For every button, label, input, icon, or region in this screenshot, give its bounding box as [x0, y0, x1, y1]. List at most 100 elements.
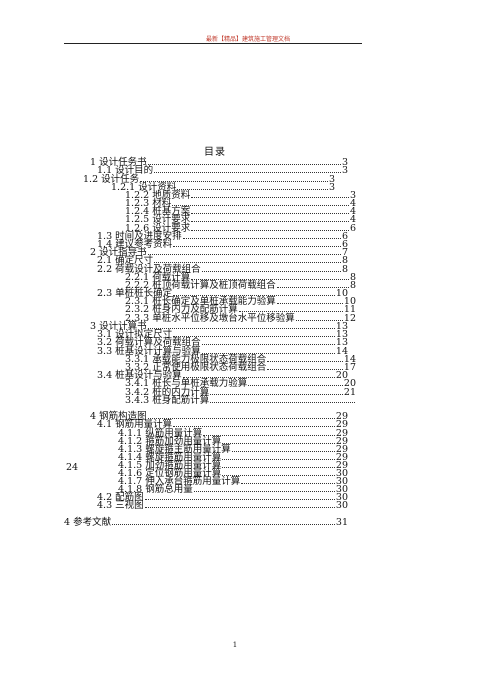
toc-entry-page: 12	[343, 313, 356, 324]
toc-entry-page: 30	[335, 500, 348, 511]
toc-leader-dots	[147, 411, 335, 419]
toc-leader-dots	[201, 264, 341, 272]
toc-leader-dots	[191, 272, 349, 280]
toc-entry-page: 7	[341, 247, 348, 258]
toc-entry[interactable]: 4.3 三视图 30	[97, 500, 348, 511]
toc-entry-page: 6	[341, 231, 348, 242]
toc-entry-label: 4.1.1 纵筋用量计算	[118, 428, 203, 439]
toc-entry-label: 4 参考文献	[64, 517, 112, 528]
header-text: 最新【精品】建筑施工管理文档	[205, 36, 290, 43]
toc-entry-label: 1.2 设计任务	[83, 174, 140, 185]
toc-leader-dots	[173, 239, 341, 247]
toc-leader-dots	[191, 206, 349, 214]
toc-entry-page: 20	[343, 378, 356, 389]
toc-entry-page: 3	[341, 157, 348, 168]
toc-leader-dots	[210, 387, 343, 395]
toc-entry-label: 3.4.2 桩的内力计算	[125, 387, 210, 398]
toc-entry-page: 4	[349, 198, 356, 209]
toc-entry-page: 10	[335, 288, 348, 299]
toc-entry-label: 3.4 桩基设计与验算	[97, 370, 182, 381]
stray-page-number: 24	[66, 462, 79, 473]
toc-entry-page: 8	[341, 255, 348, 266]
toc-entry-label: 4.1.4 螺旋箍筋用量计算	[118, 452, 222, 463]
toc-entry-page: 29	[335, 452, 348, 463]
toc-entry-page: 14	[343, 354, 356, 365]
toc-entry-label: 3.2 荷载计算及荷载组合	[97, 337, 201, 348]
toc-entry[interactable]: 2.3 单桩桩长确定 10	[97, 288, 348, 299]
toc-entry[interactable]: 4.1.4 螺旋箍筋用量计算 29	[118, 452, 348, 463]
toc-leader-dots	[267, 354, 343, 362]
toc-entry[interactable]: 3.3.1 承载能力极限状态荷载组合 14	[125, 354, 356, 365]
toc-entry[interactable]: 1.3 时间及进度安排 6	[97, 231, 348, 242]
toc-leader-dots	[222, 436, 335, 444]
toc-entry-label: 4.2 配筋图	[97, 492, 144, 503]
toc-entry-label: 2.3 单桩桩长确定	[97, 288, 173, 299]
toc-entry-page: 3	[328, 182, 335, 193]
toc-entry-label: 4.1.6 定位钢筋用量计算	[118, 468, 222, 479]
toc-entry-page: 4	[349, 214, 356, 225]
toc-entry-page: 29	[335, 411, 348, 422]
toc-entry-page: 8	[341, 264, 348, 275]
toc-leader-dots	[182, 231, 341, 239]
toc-entry-label: 3.3.1 承载能力极限状态荷载组合	[125, 354, 267, 365]
toc-leader-dots	[276, 296, 343, 304]
toc-entry-page: 29	[335, 444, 348, 455]
toc-entry-page: 3	[349, 190, 356, 201]
header-rule	[64, 43, 362, 44]
toc-leader-dots	[248, 378, 343, 386]
toc-entry[interactable]: 3.4 桩基设计与验算 20	[97, 370, 348, 381]
toc-leader-dots	[191, 214, 349, 222]
toc-entry[interactable]: 3.1 设计拟定尺寸 13	[97, 329, 348, 340]
toc-entry-page: 29	[335, 428, 348, 439]
toc-entry-label: 3.1 设计拟定尺寸	[97, 329, 173, 340]
toc-leader-dots	[172, 198, 349, 206]
toc-leader-dots	[222, 452, 335, 460]
toc-entry-page: 13	[335, 329, 348, 340]
toc-entry-label: 1.3 时间及进度安排	[97, 231, 182, 242]
toc-entry-label: 2.3.3 单桩水平位移及墩台水平位移验算	[125, 313, 295, 324]
toc-entry-label: 1.2.6 设计要求	[125, 223, 191, 234]
toc-leader-dots	[231, 444, 335, 452]
toc-leader-dots	[238, 304, 343, 312]
toc-entry[interactable]: 3.4.3 桩身配筋计算	[125, 395, 356, 406]
toc-entry-label: 4.3 三视图	[97, 500, 144, 511]
toc-entry[interactable]: 2.3.3 单桩水平位移及墩台水平位移验算 12	[125, 313, 356, 324]
toc-leader-dots	[295, 313, 343, 321]
toc-entry-page: 20	[335, 370, 348, 381]
toc-entry[interactable]: 4.1.1 纵筋用量计算 29	[118, 428, 348, 439]
